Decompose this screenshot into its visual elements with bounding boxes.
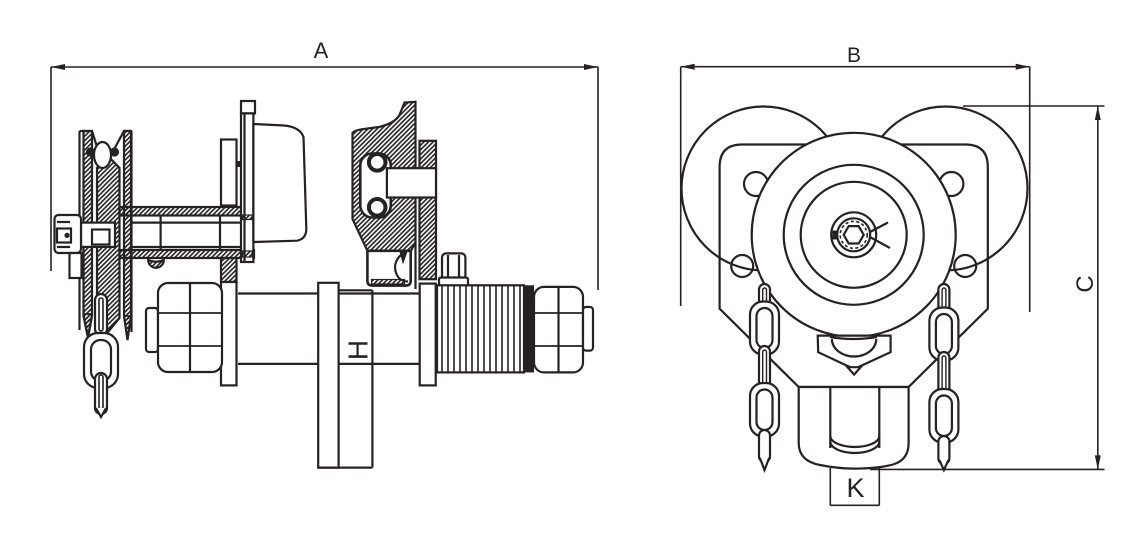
svg-text:K: K <box>846 473 864 503</box>
svg-text:B: B <box>847 44 861 67</box>
svg-text:A: A <box>314 38 329 63</box>
svg-text:H: H <box>343 340 374 360</box>
svg-text:C: C <box>1072 275 1099 292</box>
